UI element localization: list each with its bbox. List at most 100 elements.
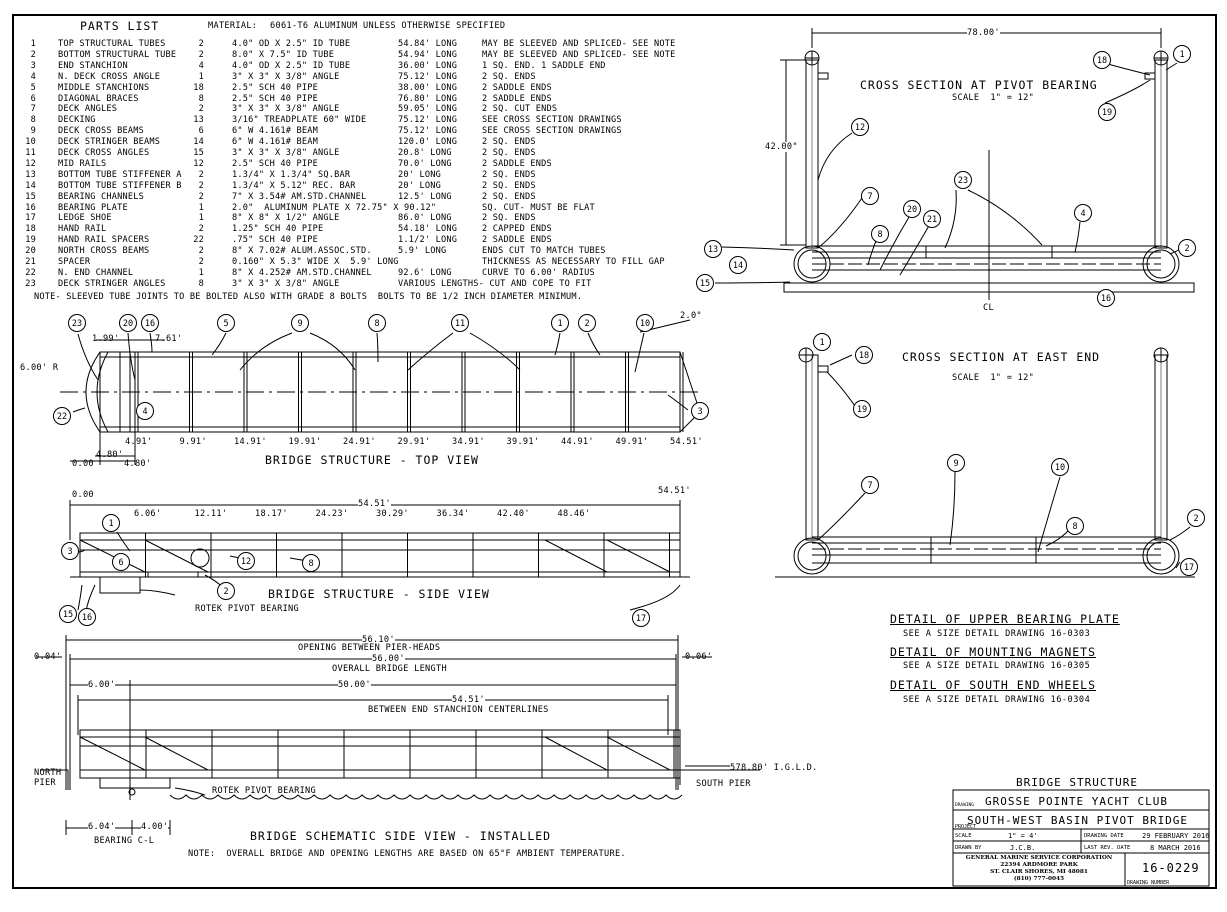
parts-cell-no: 12 [25, 158, 36, 169]
side-view-station-label: 12.11' [194, 509, 228, 519]
parts-cell-no: 23 [25, 278, 36, 289]
company-line: GENERAL MARINE SERVICE CORPORATION [965, 855, 1113, 861]
parts-cell-note: 1 SQ. END. 1 SADDLE END [482, 60, 606, 71]
schematic-opening-dim: 56.10' [362, 635, 395, 645]
schematic-north-pier: NORTH PIER [34, 768, 62, 788]
top-view-station-label: 39.91' [506, 437, 540, 447]
parts-cell-no: 10 [25, 137, 36, 148]
parts-cell-note: SEE CROSS SECTION DRAWINGS [482, 115, 622, 126]
parts-cell-note: 2 SQ. ENDS [482, 180, 536, 191]
parts-cell-note: SQ. CUT- MUST BE FLAT [482, 202, 595, 213]
parts-cell-note: 2 SADDLE ENDS [482, 82, 552, 93]
title-block-project-label: PROJECT [955, 824, 977, 830]
parts-cell-note: 2 CAPPED ENDS [482, 224, 552, 235]
top-view-dim-c: 4.80' [96, 450, 124, 460]
detail-title-magnets[interactable]: DETAIL OF MOUNTING MAGNETS [890, 645, 1097, 659]
parts-cell-spec: 3" X 3" X 3/8" ANGLE [232, 278, 340, 289]
schematic-overall-dim: 56.00' [372, 654, 405, 664]
side-view-bearing-label: ROTEK PIVOT BEARING [195, 604, 300, 614]
material-label: MATERIAL: [208, 21, 258, 31]
parts-cell-no: 15 [25, 191, 36, 202]
parts-cell-qty: 22 [193, 235, 204, 246]
balloon-1: 1 [102, 514, 120, 532]
parts-cell-no: 3 [30, 60, 36, 71]
side-view-station-label: 18.17' [255, 509, 288, 519]
parts-cell-spec: 3" X 3" X 3/8" ANGLE [232, 148, 340, 158]
side-view-overall: 54.51' [358, 499, 391, 509]
parts-cell-desc: DECKING [58, 115, 96, 126]
parts-cell-note: 2 SQ. ENDS [482, 169, 536, 180]
parts-cell-no: 13 [25, 169, 36, 180]
top-view-drawing [60, 319, 701, 465]
top-view-title: BRIDGE STRUCTURE - TOP VIEW [265, 453, 479, 467]
parts-cell-desc: N. END CHANNEL [58, 267, 134, 278]
parts-cell-note: THICKNESS AS NECESSARY TO FILL GAP [482, 257, 665, 267]
parts-cell-no: 20 [25, 246, 36, 257]
balloon-15: 15 [59, 605, 77, 623]
balloon-11: 11 [451, 314, 469, 332]
parts-cell-qty: 1 [198, 202, 204, 213]
balloon-23: 23 [954, 171, 972, 189]
top-view-station-label: 4.91' [125, 437, 153, 447]
parts-cell-spec: 1.25" SCH 40 PIPE [232, 224, 324, 235]
title-block-drawing-date-label: DRAWING DATE [1084, 833, 1124, 839]
balloon-16: 16 [1097, 289, 1115, 307]
balloon-2: 2 [1178, 239, 1196, 257]
company-line: (810) 777-0045 [1013, 876, 1065, 882]
parts-cell-qty: 8 [198, 278, 204, 289]
title-block-scale-label: SCALE [955, 833, 972, 839]
parts-cell-desc: BEARING PLATE [58, 202, 128, 213]
detail-title-bearing-plate[interactable]: DETAIL OF UPPER BEARING PLATE [890, 612, 1120, 626]
parts-cell-desc: BEARING CHANNELS [58, 191, 144, 202]
schematic-right-gap: 0.06' [685, 652, 713, 662]
balloon-22: 22 [53, 407, 71, 425]
parts-cell-len: 54.84' LONG [398, 39, 458, 49]
title-block-drawing-date: 29 FEBRUARY 2016 [1142, 832, 1210, 840]
parts-cell-qty: 2 [198, 104, 204, 115]
parts-cell-spec: 3" X 3" X 3/8" ANGLE [232, 71, 340, 82]
parts-cell-len: 38.00' LONG [398, 82, 458, 93]
balloon-9: 9 [947, 454, 965, 472]
parts-cell-spec: 8" X 7.02# ALUM.ASSOC.STD. [232, 246, 372, 257]
side-view-station-label: 36.34' [436, 509, 470, 519]
balloon-12: 12 [851, 118, 869, 136]
parts-cell-qty: 1 [198, 213, 204, 224]
balloon-6: 6 [112, 553, 130, 571]
pivot-centerline-label: CL [983, 303, 994, 313]
balloon-21: 21 [923, 210, 941, 228]
parts-cell-desc: DECK ANGLES [58, 104, 118, 115]
parts-cell-qty: 2 [198, 39, 204, 49]
material-value: 6061-T6 ALUMINUM UNLESS OTHERWISE SPECIF… [270, 21, 506, 31]
parts-cell-note: 2 SQ. ENDS [482, 148, 536, 158]
balloon-10: 10 [1051, 458, 1069, 476]
detail-title-wheels[interactable]: DETAIL OF SOUTH END WHEELS [890, 678, 1097, 692]
balloon-8: 8 [1066, 517, 1084, 535]
parts-cell-note: SEE CROSS SECTION DRAWINGS [482, 126, 622, 137]
parts-cell-no: 4 [30, 71, 36, 82]
balloon-18: 18 [1093, 51, 1111, 69]
cross-section-east-drawing [775, 347, 1195, 578]
balloon-7: 7 [861, 187, 879, 205]
parts-cell-len: 120.0' LONG [398, 137, 458, 148]
parts-cell-qty: 2 [198, 191, 204, 202]
parts-cell-spec: 2.5" SCH 40 PIPE [232, 158, 318, 169]
parts-cell-spec: 4.0" OD X 2.5" ID TUBE [232, 39, 351, 49]
parts-cell-note: 2 SADDLE ENDS [482, 93, 552, 104]
parts-cell-spec: 8.0" X 7.5" ID TUBE [232, 49, 335, 60]
balloon-7: 7 [861, 476, 879, 494]
side-view-station-label: 24.23' [315, 509, 349, 519]
parts-cell-len: 75.12' LONG [398, 115, 458, 126]
parts-cell-no: 17 [25, 213, 36, 224]
top-view-station-label: 49.91' [615, 437, 649, 447]
side-view-title: BRIDGE STRUCTURE - SIDE VIEW [268, 587, 490, 601]
balloon-20: 20 [119, 314, 137, 332]
title-block-drawn-by-label: DRAWN BY [955, 845, 982, 851]
balloon-4: 4 [136, 402, 154, 420]
title-block-last-rev-label: LAST REV. DATE [1084, 845, 1131, 851]
parts-cell-spec: 8" X 8" X 1/2" ANGLE [232, 213, 340, 224]
balloon-8: 8 [302, 554, 320, 572]
parts-cell-spec: 6" W 4.161# BEAM [232, 137, 318, 148]
parts-cell-note: MAY BE SLEEVED AND SPLICED- SEE NOTE [482, 49, 676, 60]
schematic-stanchion-dim: 54.51' [452, 695, 485, 705]
